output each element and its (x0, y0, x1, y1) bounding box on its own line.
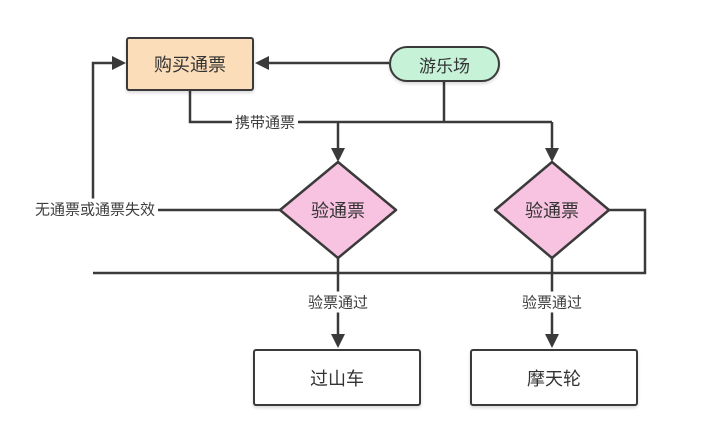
node-roller-coaster[interactable]: 过山车 (253, 349, 421, 406)
arrowhead-into-coaster (331, 334, 345, 348)
node-buy-pass[interactable]: 购买通票 (126, 37, 254, 91)
edge-label-no-pass: 无通票或通票失效 (31, 198, 159, 220)
edge-label-pass-ok-right: 验票通过 (518, 291, 586, 313)
arrowhead-into-right-diamond (545, 148, 559, 162)
node-roller-coaster-label: 过山车 (310, 368, 364, 389)
arrowhead-into-ferris (545, 334, 559, 348)
decision-check-pass-right[interactable] (493, 160, 611, 260)
decision-check-pass-left-label: 验通票 (311, 201, 365, 221)
edge-label-carry-pass: 携带通票 (231, 111, 299, 133)
node-buy-pass-label: 购买通票 (154, 55, 226, 75)
node-amusement-park[interactable]: 游乐场 (389, 46, 500, 82)
edge-label-pass-ok-left: 验票通过 (304, 291, 372, 313)
node-ferris-wheel-label: 摩天轮 (527, 368, 581, 389)
edge-return-left (91, 61, 280, 212)
decision-check-pass-left[interactable] (278, 160, 398, 260)
arrowhead-into-left-diamond (331, 148, 345, 162)
node-amusement-park-label: 游乐场 (419, 56, 470, 76)
arrowhead-into-buy-right (255, 56, 269, 70)
decision-check-pass-right-label: 验通票 (525, 201, 579, 221)
arrowhead-into-buy-left (112, 56, 126, 70)
edge-return-right (93, 208, 647, 275)
edge-buy-down-and-across (188, 91, 552, 124)
node-ferris-wheel[interactable]: 摩天轮 (470, 349, 638, 406)
